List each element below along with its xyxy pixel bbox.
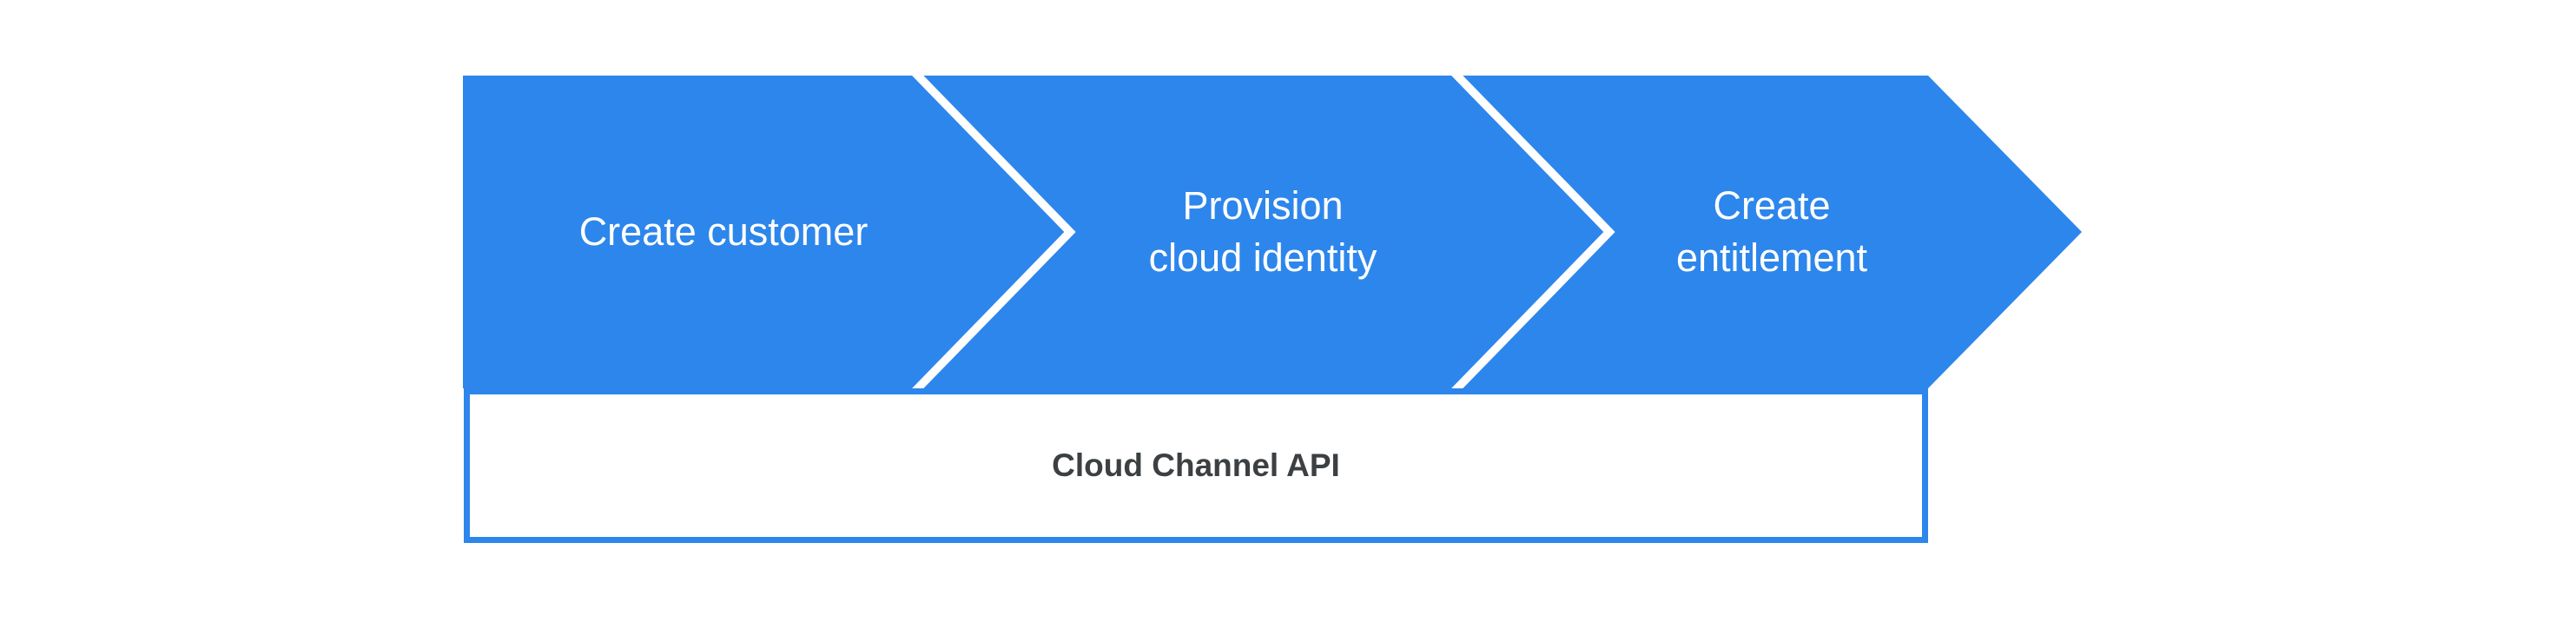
chevron-separator-icon	[906, 76, 1076, 388]
process-arrow-shape	[463, 76, 2082, 388]
api-box-label: Cloud Channel API	[1052, 447, 1340, 483]
api-box	[464, 388, 1928, 543]
step-label-create-customer: Create customer	[578, 209, 869, 254]
step-label-provision-cloud-identity: Provision cloud identity	[1148, 183, 1377, 280]
step-label-create-entitlement: Create entitlement	[1675, 183, 1868, 280]
chevron-separator-icon	[1445, 76, 1615, 388]
